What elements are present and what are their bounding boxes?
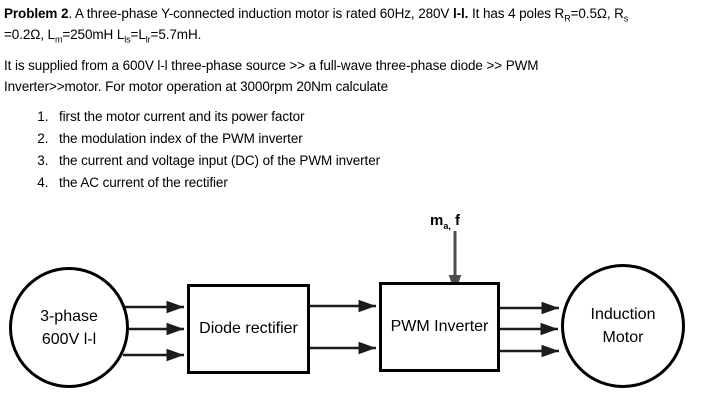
control-label: ma, f <box>430 212 461 231</box>
motor-node: Induction Motor <box>561 264 685 388</box>
source-line2: 600V l-l <box>41 330 97 348</box>
question-item-4: the AC current of the rectifier <box>52 172 380 194</box>
source-line1: 3-phase <box>40 307 98 325</box>
supply-paragraph: It is supplied from a 600V l-l three-pha… <box>4 58 539 94</box>
problem-paragraph: Problem 2. A three-phase Y-connected ind… <box>4 6 629 45</box>
rectifier-node: Diode rectifier <box>187 284 310 374</box>
motor-line2: Motor <box>602 329 644 346</box>
question-list: first the motor current and its power fa… <box>0 106 380 194</box>
question-item-2: the modulation index of the PWM inverter <box>52 128 380 150</box>
inverter-node: PWM Inverter <box>379 282 500 372</box>
rectifier-label: Diode rectifier <box>199 320 298 337</box>
inverter-label: PWM Inverter <box>390 318 489 335</box>
source-node: 3-phase 600V l-l <box>9 267 129 388</box>
question-item-3: the current and voltage input (DC) of th… <box>52 150 380 172</box>
motor-line1: Induction <box>590 306 656 323</box>
question-item-1: first the motor current and its power fa… <box>52 106 380 128</box>
